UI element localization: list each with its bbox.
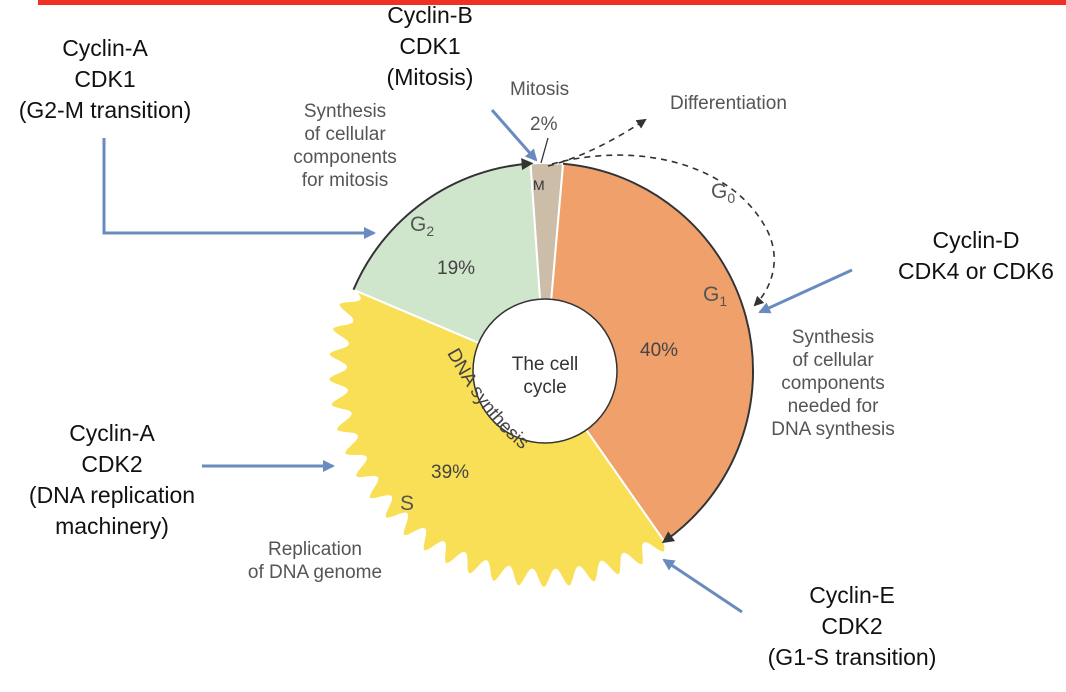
cyclin-a-cdk1-arrow <box>102 138 376 239</box>
title-accent-bar <box>38 0 1066 5</box>
cyclin-b-arrow <box>490 109 538 162</box>
mitosis-title: Mitosis <box>510 79 570 100</box>
mitosis-sector-label: M <box>533 177 545 193</box>
g2-percent: 19% <box>437 258 476 279</box>
cyclin-e-arrow <box>662 558 743 614</box>
g0-label: G0 <box>711 180 736 206</box>
g1-label: G1 <box>703 283 728 309</box>
cyclin-d-arrow <box>758 268 853 314</box>
g2-label: G2 <box>410 213 435 239</box>
cycle-rims <box>352 158 754 544</box>
differentiation-arrow <box>547 118 647 167</box>
s-label: S <box>400 492 415 515</box>
mitosis-percent: 2% <box>530 114 558 135</box>
g1-percent: 40% <box>640 340 679 361</box>
differentiation-label: Differentiation <box>670 93 787 114</box>
center-circle <box>472 298 618 444</box>
s-percent: 39% <box>431 462 470 483</box>
g1-rim <box>563 162 754 544</box>
g0-loop-arrow <box>551 154 776 307</box>
mitosis-pointer <box>540 137 549 164</box>
s-sector <box>327 288 667 590</box>
g2-rim <box>352 158 534 291</box>
